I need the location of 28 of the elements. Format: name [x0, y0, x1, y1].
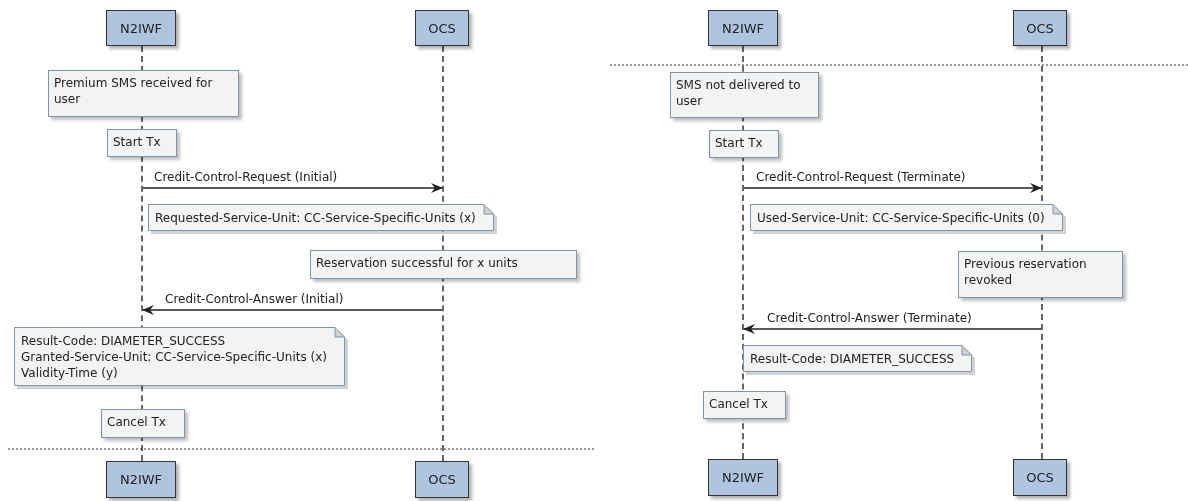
participant-box: OCS	[415, 461, 469, 498]
note-box: Used-Service-Unit: CC-Service-Specific-Units (0)	[750, 204, 1063, 231]
action-box: Cancel Tx	[101, 409, 185, 438]
edge-label: Credit-Control-Request (Terminate)	[755, 170, 967, 184]
edge-label: Credit-Control-Answer (Terminate)	[766, 311, 973, 325]
participant-box: N2IWF	[106, 10, 176, 46]
action-box: Reservation successful for x units	[310, 250, 577, 279]
action-box: Premium SMS received for user	[48, 70, 239, 117]
note-box: Result-Code: DIAMETER_SUCCESS Granted-Service-Unit: CC-Service-Specific-Units (x) Validity-Time (y)	[14, 327, 345, 386]
participant-box: OCS	[415, 10, 469, 46]
action-box: Start Tx	[709, 130, 779, 158]
participant-box: OCS	[1013, 459, 1067, 496]
note-box: Requested-Service-Unit: CC-Service-Specific-Units (x)	[148, 204, 494, 231]
action-box: Cancel Tx	[703, 391, 786, 419]
participant-box: N2IWF	[106, 461, 176, 498]
edge-label: Credit-Control-Answer (Initial)	[164, 292, 345, 306]
message-arrow	[743, 324, 1042, 334]
participant-box: OCS	[1013, 10, 1067, 46]
action-box: SMS not delivered to user	[670, 72, 819, 118]
edge-label: Credit-Control-Request (Initial)	[153, 170, 339, 184]
message-arrow	[142, 305, 443, 315]
participant-box: N2IWF	[708, 10, 778, 46]
message-arrow	[142, 183, 443, 193]
action-box: Previous reservation revoked	[958, 251, 1123, 298]
participant-box: N2IWF	[708, 459, 778, 496]
note-box: Result-Code: DIAMETER_SUCCESS	[743, 345, 973, 372]
action-box: Start Tx	[107, 129, 177, 157]
message-arrow	[743, 183, 1042, 193]
